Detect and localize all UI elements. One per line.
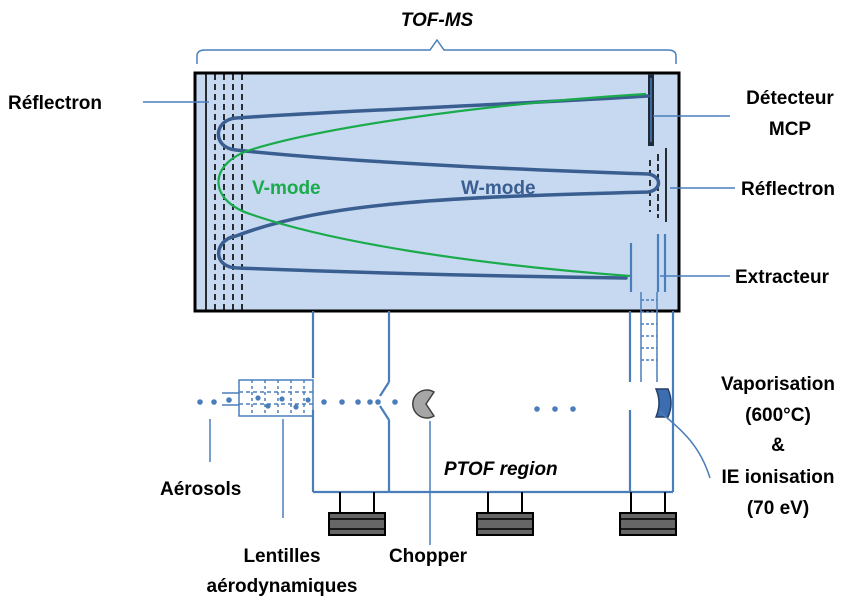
v-mode-label: V-mode — [252, 178, 321, 199]
turbo-pump-2 — [476, 492, 534, 536]
reflectron-right-label: Réflectron — [741, 179, 835, 200]
extracteur-label: Extracteur — [735, 267, 830, 288]
lentilles-label-line1: Lentilles — [243, 546, 320, 567]
w-mode-label: W-mode — [461, 178, 536, 199]
chopper-label: Chopper — [389, 546, 468, 567]
detecteur-label-line2: MCP — [769, 119, 812, 140]
aerosols-label: Aérosols — [160, 479, 241, 500]
turbo-pump-3 — [619, 492, 677, 536]
ie-ionisation-label-line1: IE ionisation — [722, 467, 835, 488]
callout-lines — [143, 101, 735, 545]
vaporisation-label-line2: (600°C) — [745, 405, 811, 426]
tof-ms-title: TOF-MS — [401, 10, 474, 31]
chopper-icon — [412, 389, 436, 419]
particle-beam — [197, 395, 576, 412]
v-mode-path — [217, 92, 647, 278]
left-reflectron-grids — [205, 74, 243, 310]
ie-ionisation-label-line2: (70 eV) — [747, 498, 809, 519]
aerodynamic-lens — [222, 379, 314, 417]
lentilles-label-line2: aérodynamiques — [207, 576, 358, 597]
vaporizer-icon — [654, 388, 672, 418]
reflectron-left-label: Réflectron — [8, 93, 102, 114]
extractor-plates — [629, 234, 667, 292]
turbo-pump-1 — [328, 492, 386, 536]
ion-transfer-column — [640, 292, 658, 382]
w-mode-path — [216, 94, 661, 280]
vaporisation-label-line1: Vaporisation — [721, 374, 835, 395]
tof-ms-brace — [196, 38, 677, 64]
detecteur-label-line1: Détecteur — [746, 88, 834, 109]
ampersand-label: & — [771, 435, 785, 456]
ptof-region-label: PTOF region — [444, 459, 558, 480]
